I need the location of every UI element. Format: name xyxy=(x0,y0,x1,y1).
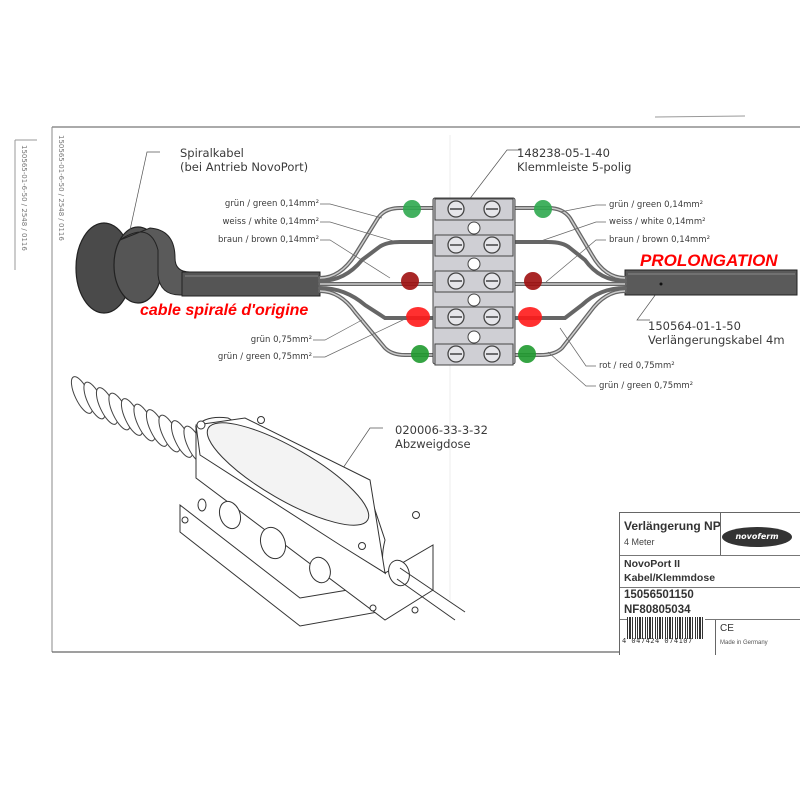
wire-color-marker xyxy=(524,272,542,290)
sheet-edge-top-right xyxy=(654,115,746,118)
right-wire-label: grün / green 0,75mm² xyxy=(599,381,694,391)
extension-cable-callout-line2: Verlängerungskabel 4m xyxy=(648,333,785,347)
right-wire-label: rot / red 0,75mm² xyxy=(599,361,675,371)
footer-divider xyxy=(715,620,716,655)
left-wire-label: grün / green 0,75mm² xyxy=(217,352,312,362)
terminal-block xyxy=(432,197,516,366)
novoferm-logo: novoferm xyxy=(722,527,792,547)
wire-color-marker xyxy=(406,307,430,327)
original-spiral-cable-annotation: cable spiralé d'origine xyxy=(140,302,309,319)
spiral-cable-callout-line2: (bei Antrieb NovoPort) xyxy=(180,160,309,174)
article-number: 15056501150 xyxy=(624,589,694,601)
junction-box-callout-line2: Abzweigdose xyxy=(395,437,471,451)
left-wire-label: grün / green 0,14mm² xyxy=(224,199,319,209)
junction-box-callout: 020006-33-3-32 Abzweigdose xyxy=(395,423,488,451)
junction-box-callout-line1: 020006-33-3-32 xyxy=(395,423,488,437)
left-wire-label: grün 0,75mm² xyxy=(250,335,312,345)
side-code-inner: 150565-01-6-50 / 2548 / 0116 xyxy=(57,135,65,241)
product-line-1: NovoPort II xyxy=(624,558,681,570)
made-in-germany: Made in Germany xyxy=(720,640,768,646)
junction-box xyxy=(179,416,434,627)
wire-color-marker xyxy=(518,307,542,327)
terminal-strip-callout-line2: Klemmleiste 5-polig xyxy=(517,160,632,174)
spiral-cable xyxy=(75,222,321,314)
extension-cable-callout-line1: 150564-01-1-50 xyxy=(648,319,741,333)
wire-color-marker xyxy=(411,345,429,363)
terminal-strip-callout-line1: 148238-05-1-40 xyxy=(517,146,610,160)
product-title: Verlängerung NP xyxy=(624,519,721,533)
left-wire-label: braun / brown 0,14mm² xyxy=(218,235,319,245)
extension-cable-callout: 150564-01-1-50 Verlängerungskabel 4m xyxy=(648,319,785,347)
barcode xyxy=(627,617,705,639)
product-label-header: Verlängerung NP 4 Meter xyxy=(620,513,800,556)
left-wire-label: weiss / white 0,14mm² xyxy=(222,217,319,227)
product-line-2: Kabel/Klemmdose xyxy=(624,572,716,584)
wire-color-marker xyxy=(403,200,421,218)
wire-color-marker xyxy=(401,272,419,290)
wire-color-marker xyxy=(518,345,536,363)
left-label-leaders xyxy=(313,203,408,358)
junction-box-leader xyxy=(342,427,383,469)
product-description-row: NovoPort II Kabel/Klemmdose xyxy=(620,556,800,588)
product-numbers-row: 15056501150 NF80805034 xyxy=(620,588,800,620)
right-wire-label: grün / green 0,14mm² xyxy=(609,200,704,210)
product-subtitle: 4 Meter xyxy=(624,537,655,547)
right-color-markers xyxy=(518,200,552,363)
spiral-cable-leader xyxy=(129,151,160,231)
wire-color-marker xyxy=(534,200,552,218)
extension-annotation: PROLONGATION xyxy=(640,251,778,270)
spiral-cable-callout: Spiralkabel (bei Antrieb NovoPort) xyxy=(180,146,308,174)
barcode-number: 4 047424 074107 xyxy=(622,637,693,645)
nf-number: NF80805034 xyxy=(624,604,691,616)
outgoing-cable xyxy=(396,567,466,621)
right-wire-label: braun / brown 0,14mm² xyxy=(609,235,710,245)
left-color-markers xyxy=(401,200,430,363)
spiral-cable-callout-line1: Spiralkabel xyxy=(180,146,244,160)
terminal-strip-leader xyxy=(464,149,520,206)
left-wire-highlights xyxy=(319,207,440,356)
header-divider xyxy=(720,513,721,555)
ce-mark: CE xyxy=(720,623,734,634)
right-wire-label: weiss / white 0,14mm² xyxy=(609,217,706,227)
corrugated-cable xyxy=(70,376,206,464)
terminal-strip-callout: 148238-05-1-40 Klemmleiste 5-polig xyxy=(517,146,631,174)
right-label-leaders xyxy=(537,204,606,387)
side-code-outer: 150565-01-6-50 / 2548 / 0116 xyxy=(20,145,28,251)
